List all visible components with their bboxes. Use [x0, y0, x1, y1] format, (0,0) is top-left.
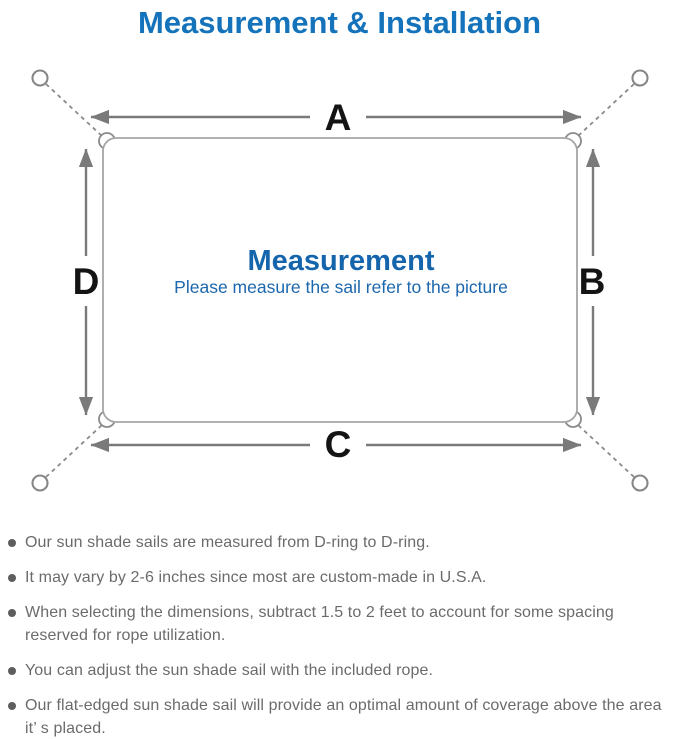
sail-measurement-diagram: A B C D Measurement Please measure the s…: [31, 69, 649, 492]
note-text: You can adjust the sun shade sail with t…: [25, 662, 434, 679]
anchor-ring-top-right: [631, 69, 649, 87]
diagram-center-title: Measurement: [248, 245, 435, 277]
note-text: It may vary by 2-6 inches since most are…: [25, 569, 487, 586]
tether-line-bottom-left: [45, 423, 104, 478]
diagram-center-subtitle: Please measure the sail refer to the pic…: [174, 277, 508, 297]
bullet-icon: [8, 573, 16, 582]
bullet-icon: [8, 608, 16, 617]
note-text: When selecting the dimensions, subtract …: [25, 604, 614, 644]
dim-label-a: A: [325, 97, 352, 138]
list-item: When selecting the dimensions, subtract …: [8, 601, 670, 647]
list-item: Our flat-edged sun shade sail will provi…: [8, 694, 670, 739]
list-item: It may vary by 2-6 inches since most are…: [8, 566, 670, 589]
anchor-ring-bottom-right: [631, 474, 649, 492]
tether-line-top-left: [45, 83, 104, 138]
sail-outline: [102, 137, 578, 423]
bullet-icon: [8, 666, 16, 675]
page-title: Measurement & Installation: [137, 5, 542, 40]
tether-line-top-right: [576, 83, 635, 138]
dim-label-c: C: [325, 424, 352, 465]
notes-list: Our sun shade sails are measured from D-…: [0, 531, 676, 739]
note-text: Our flat-edged sun shade sail will provi…: [25, 697, 662, 737]
anchor-ring-bottom-left: [31, 474, 49, 492]
dim-label-b: B: [579, 261, 606, 302]
list-item: Our sun shade sails are measured from D-…: [8, 531, 670, 554]
tether-line-bottom-right: [576, 423, 635, 478]
anchor-ring-top-left: [31, 69, 49, 87]
note-text: Our sun shade sails are measured from D-…: [25, 534, 430, 551]
list-item: You can adjust the sun shade sail with t…: [8, 659, 670, 682]
bullet-icon: [8, 701, 16, 710]
bullet-icon: [8, 538, 16, 547]
dim-label-d: D: [73, 261, 100, 302]
